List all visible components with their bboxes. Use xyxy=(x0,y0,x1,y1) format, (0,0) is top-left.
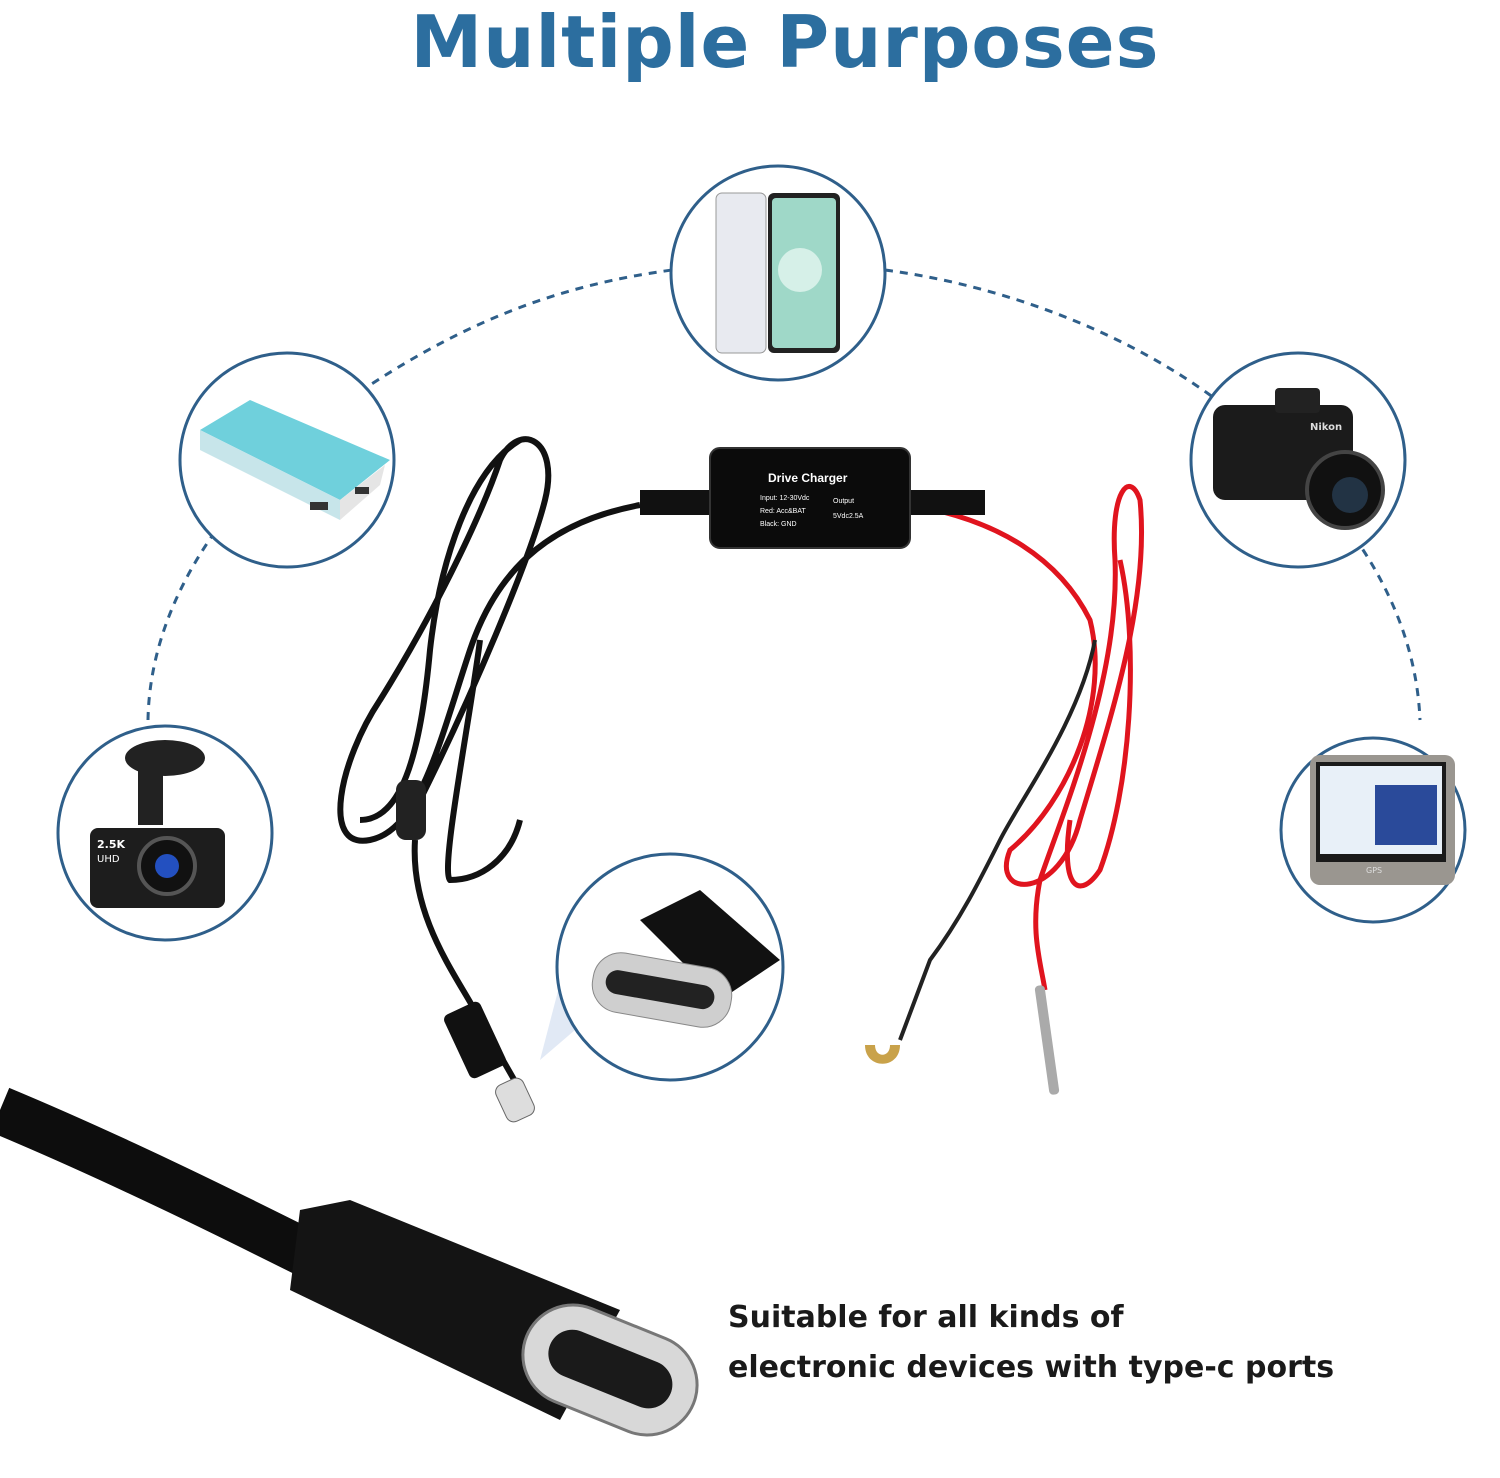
uhd-label: UHD xyxy=(97,854,120,865)
caption-line-1: Suitable for all kinds of xyxy=(728,1300,1124,1335)
charger-name: Drive Charger xyxy=(768,471,848,485)
charger-black: Black: GND xyxy=(760,521,797,528)
resolution-label: 2.5K xyxy=(97,838,125,851)
usb-c-connector-icon xyxy=(540,852,785,1082)
charger-output-value: 5Vdc2.5A xyxy=(833,513,864,520)
camera-icon: Nikon xyxy=(1189,351,1407,569)
gps-navigator-icon: GPS xyxy=(1279,736,1467,924)
charger-input: Input: 12-30Vdc xyxy=(760,495,810,502)
bullet-terminal xyxy=(1034,985,1060,1095)
charger-box: Drive Charger Input: 12-30Vdc Red: Acc&B… xyxy=(640,447,985,549)
camera-brand-text: Nikon xyxy=(1310,422,1342,433)
caption-line-2: electronic devices with type-c ports xyxy=(728,1350,1335,1385)
page-title: Multiple Purposes xyxy=(410,0,1160,84)
black-wire xyxy=(898,639,1097,1041)
ferrite-core xyxy=(396,780,426,840)
dash-cam-icon: 2.5K UHD xyxy=(56,724,274,942)
black-cable xyxy=(337,436,641,1092)
charger-output-label: Output xyxy=(833,498,854,505)
large-usb-c-cable xyxy=(0,1087,699,1437)
power-bank-icon xyxy=(178,351,396,569)
usb-c-plug xyxy=(444,1001,506,1079)
gps-label: GPS xyxy=(1366,866,1382,875)
charger-red: Red: Acc&BAT xyxy=(760,508,807,515)
dashed-connector-arc xyxy=(146,268,1422,721)
smartphone-icon xyxy=(669,164,887,382)
red-wire xyxy=(909,484,1145,991)
ring-terminal xyxy=(865,1045,900,1064)
